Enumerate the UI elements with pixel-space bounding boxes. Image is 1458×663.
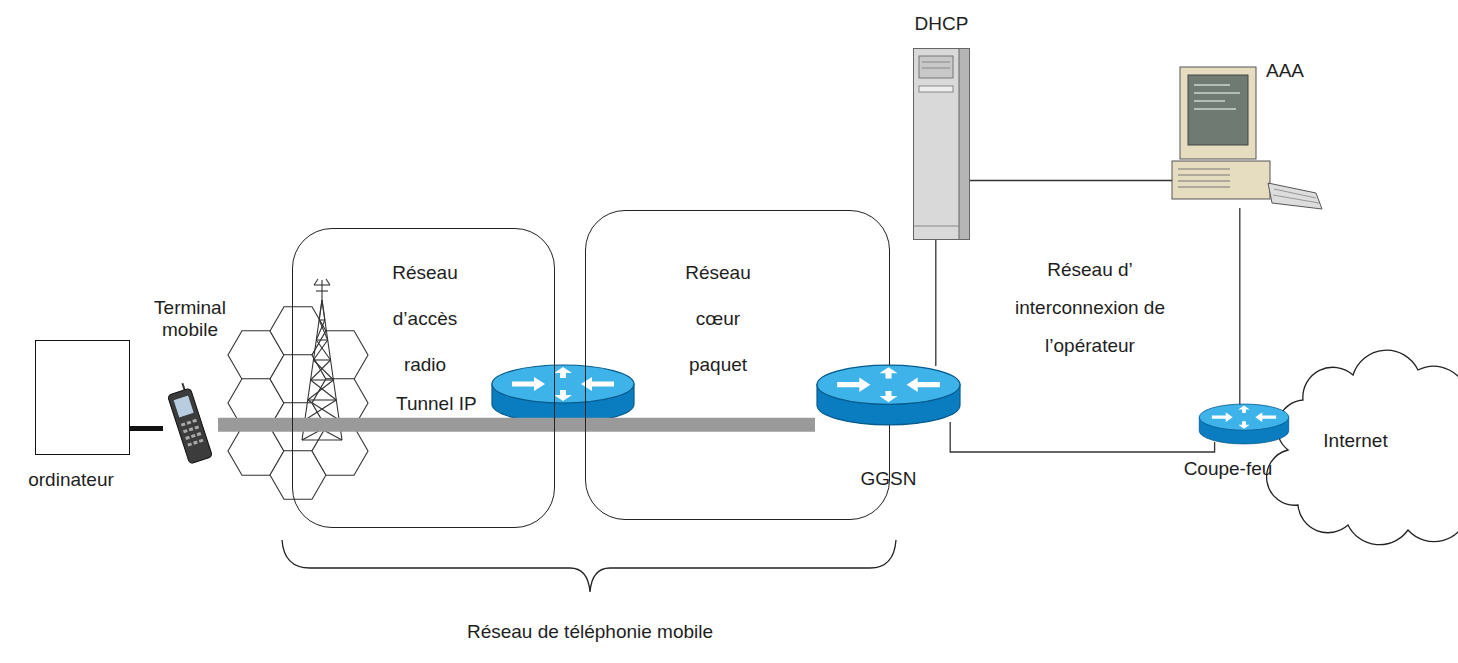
link-line bbox=[935, 240, 936, 366]
router-node: GGSN bbox=[815, 362, 962, 428]
aaa-server: AAA bbox=[1170, 55, 1325, 212]
link-line bbox=[130, 426, 163, 431]
router-icon bbox=[1198, 402, 1290, 446]
internet-cloud: Internet bbox=[1268, 355, 1458, 540]
computer-box: ordinateur bbox=[35, 340, 130, 455]
dhcp-server: DHCP bbox=[913, 48, 970, 240]
link-line bbox=[950, 422, 1214, 452]
bracket-label: Réseau de téléphonie mobile bbox=[430, 620, 750, 644]
router-icon bbox=[492, 365, 634, 423]
network-region: Réseau d’accès radio bbox=[292, 228, 555, 528]
brace bbox=[282, 540, 896, 592]
node-text: Réseau cœur paquet bbox=[668, 250, 768, 388]
ip-tunnel bbox=[218, 418, 815, 432]
node-label: Coupe-feu bbox=[1158, 458, 1298, 480]
phone-icon bbox=[163, 385, 218, 468]
edge-label: Tunnel IP bbox=[393, 394, 480, 414]
node-label: AAA bbox=[1258, 60, 1312, 82]
node-text: Réseau d’accès radio bbox=[375, 250, 475, 388]
node-text: Internet bbox=[1268, 430, 1443, 452]
radio-cells bbox=[228, 307, 368, 499]
link-line bbox=[970, 180, 1172, 181]
network-region: Réseau cœur paquet bbox=[585, 210, 890, 520]
node-label: DHCP bbox=[903, 13, 980, 35]
router-node: Coupe-feu bbox=[1198, 402, 1290, 446]
node-label: GGSN bbox=[845, 468, 932, 490]
node-label: ordinateur bbox=[11, 469, 131, 491]
region-label: Réseau d’ interconnexion de l’opérateur bbox=[1004, 251, 1176, 365]
antenna-tower bbox=[302, 279, 342, 440]
link-line bbox=[1239, 208, 1240, 405]
mobile-terminal: Terminal mobile bbox=[163, 385, 218, 468]
server-icon bbox=[913, 48, 970, 240]
router-icon bbox=[815, 362, 962, 428]
node-label: Terminal mobile bbox=[135, 297, 245, 341]
